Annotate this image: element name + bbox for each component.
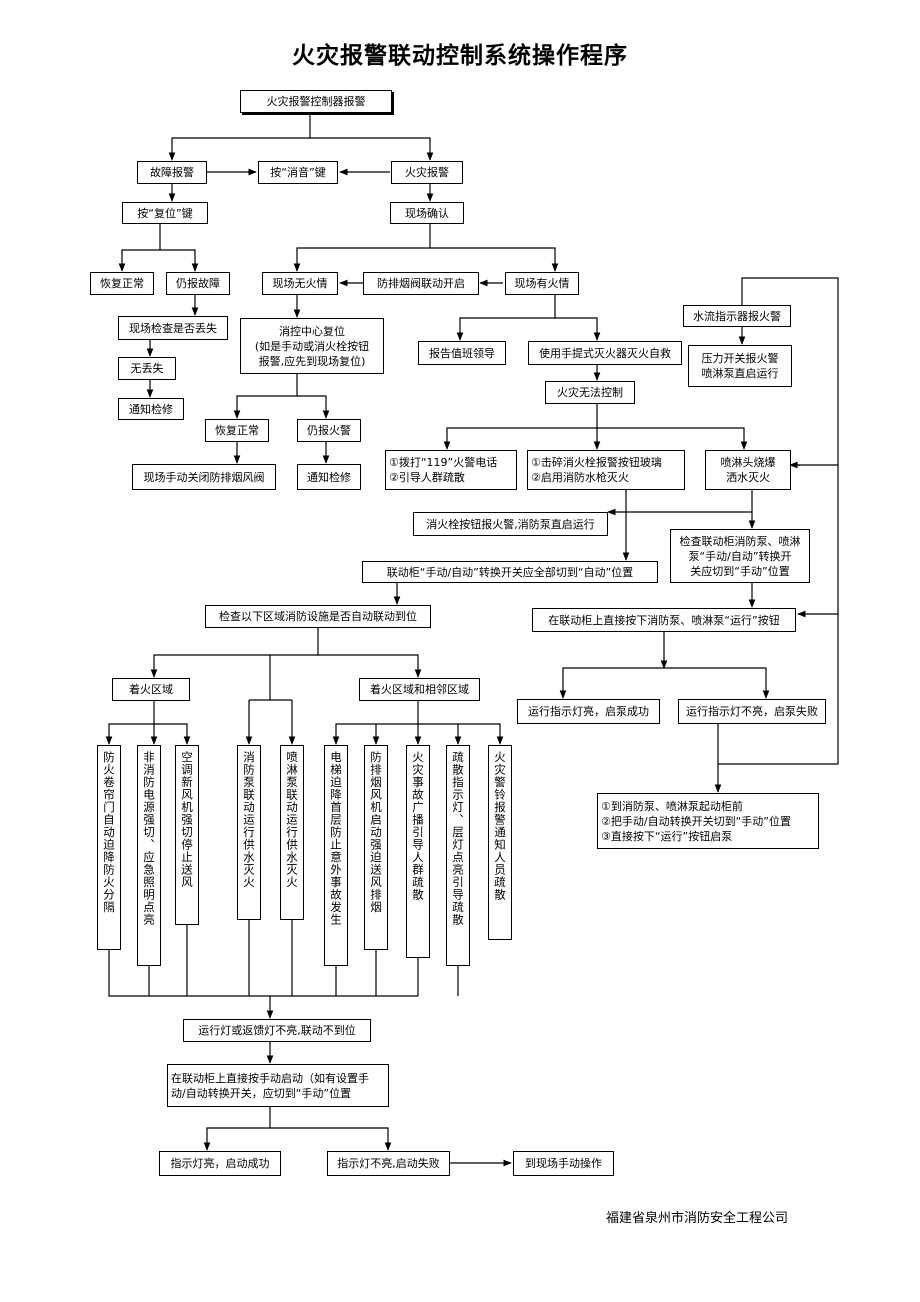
- water-flow-alarm-box: 水流指示器报火警: [683, 305, 791, 327]
- press-mute-box: 按“消音”键: [258, 161, 338, 184]
- restored-normal-box: 恢复正常: [90, 272, 154, 295]
- report-leader-box: 报告值班领导: [418, 341, 506, 365]
- column-ac-stop: 空调新风机强切停止送风: [175, 745, 199, 925]
- check-manual-switch-box: 检查联动柜消防泵、喷淋 泵“手动/自动”转换开 关应切到“手动”位置: [670, 529, 810, 583]
- controller-alarm-box: 火灾报警控制器报警: [240, 90, 392, 113]
- company-footer: 福建省泉州市消防安全工程公司: [606, 1211, 789, 1226]
- manual-start-box: 在联动柜上直接按手动启动（如有设置手 动/自动转换开关，应切到“手动”位置: [167, 1064, 389, 1107]
- press-run-button-box: 在联动柜上直接按下消防泵、喷淋泵“运行”按钮: [532, 608, 796, 632]
- extinguisher-box: 使用手提式灭火器灭火自救: [528, 341, 682, 365]
- manual-pump-steps-box: ①到消防泵、喷淋泵起动柜前 ②把手动/自动转换开关切到“手动”位置 ③直接按下“…: [597, 793, 819, 849]
- start-success-box: 指示灯亮，启动成功: [159, 1151, 281, 1176]
- column-elevator: 电梯迫降首层防止意外事故发生: [324, 745, 348, 966]
- column-alarm-bell: 火灾警铃报警通知人员疏散: [488, 745, 512, 940]
- column-broadcast: 火灾事故广播引导人群疏散: [406, 745, 430, 958]
- column-evac-lights: 疏散指示灯、层灯点亮引导疏散: [446, 745, 470, 966]
- restored-normal-box-2: 恢复正常: [205, 419, 269, 442]
- column-sprinkler-pump: 喷淋泵联动运行供水灭火: [280, 745, 304, 920]
- column-fire-pump: 消防泵联动运行供水灭火: [237, 745, 261, 920]
- check-missing-box: 现场检查是否丢失: [118, 316, 228, 340]
- column-smoke-fan: 防排烟风机启动强迫送风排烟: [364, 745, 388, 950]
- check-areas-box: 检查以下区域消防设施是否自动联动到位: [205, 605, 431, 628]
- pressure-switch-box: 压力开关报火警 喷淋泵直启运行: [688, 345, 792, 387]
- onsite-manual-box: 到现场手动操作: [513, 1151, 614, 1176]
- fire-uncontrollable-box: 火灾无法控制: [545, 381, 635, 404]
- not-missing-box: 无丢失: [118, 357, 176, 380]
- start-fail-box: 指示灯不亮,启动失败: [327, 1151, 450, 1176]
- no-fire-box: 现场无火情: [262, 272, 338, 295]
- column-power-cutoff: 非消防电源强切、应急照明点亮: [137, 745, 161, 966]
- switch-to-auto-box: 联动柜“手动/自动”转换开关应全部切到“自动”位置: [362, 561, 658, 583]
- adjacent-area-box: 着火区域和相邻区域: [359, 678, 480, 701]
- page-title: 火灾报警联动控制系统操作程序: [292, 42, 628, 69]
- hydrant-button-box: ①击碎消火栓报警按钮玻璃 ②启用消防水枪灭火: [527, 450, 685, 490]
- pump-start-fail-box: 运行指示灯不亮，启泵失败: [678, 699, 826, 724]
- notify-repair-box-2: 通知检修: [297, 464, 361, 490]
- center-reset-box: 消控中心复位 (如是手动或消火栓按钮 报警,应先到现场复位): [240, 318, 384, 374]
- smoke-valve-box: 防排烟阀联动开启: [363, 272, 479, 295]
- pump-start-success-box: 运行指示灯亮，启泵成功: [517, 699, 660, 724]
- still-fault-box: 仍报故障: [166, 272, 230, 295]
- fire-area-box: 着火区域: [112, 678, 190, 701]
- hydrant-pump-start-box: 消火栓按钮报火警,消防泵直启运行: [413, 512, 608, 536]
- notify-repair-box-1: 通知检修: [118, 398, 184, 420]
- column-fire-shutter: 防火卷帘门自动迫降防火分隔: [97, 745, 121, 950]
- manual-close-valve-box: 现场手动关闭防排烟风阀: [132, 464, 276, 490]
- press-reset-box: 按“复位”键: [122, 202, 208, 224]
- linkage-fail-box: 运行灯或返馈灯不亮,联动不到位: [183, 1019, 371, 1042]
- still-fire-alarm-box: 仍报火警: [297, 419, 361, 442]
- sprinkler-burst-box: 喷淋头烧爆 洒水灭火: [705, 450, 791, 490]
- call-119-box: ①拨打“119”火警电话 ②引导人群疏散: [385, 450, 517, 490]
- has-fire-box: 现场有火情: [505, 272, 579, 295]
- site-confirm-box: 现场确认: [390, 202, 464, 224]
- fire-alarm-box: 火灾报警: [391, 161, 463, 184]
- fault-alarm-box: 故障报警: [137, 161, 207, 184]
